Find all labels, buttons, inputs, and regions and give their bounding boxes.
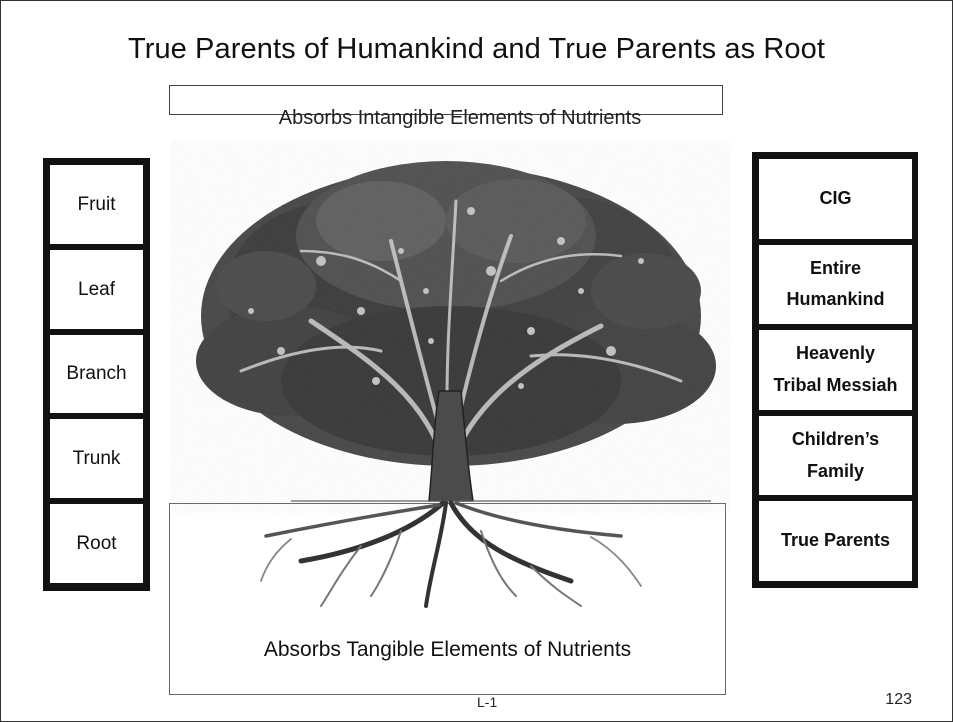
slide-title: True Parents of Humankind and True Paren… [1,34,952,66]
lineage-heavenly-tribal-messiah: Heavenly Tribal Messiah [759,330,912,410]
lineage-childrens-family: Children’s Family [759,416,912,496]
top-caption: Absorbs Intangible Elements of Nutrients [176,107,744,130]
tree-part-leaf: Leaf [50,250,143,329]
lineage-column: CIG Entire Humankind Heavenly Tribal Mes… [752,152,918,588]
tree-part-fruit: Fruit [50,165,143,244]
bottom-caption: Absorbs Tangible Elements of Nutrients [169,638,726,662]
tree-roots [261,503,641,606]
tree-part-trunk: Trunk [50,419,143,498]
page-number: 123 [885,691,912,709]
tree-illustration [171,141,731,611]
lineage-entire-humankind: Entire Humankind [759,245,912,325]
tree-part-root: Root [50,504,143,583]
tree-parts-column: Fruit Leaf Branch Trunk Root [43,158,150,591]
tree-part-branch: Branch [50,335,143,414]
footer-code: L-1 [477,694,497,710]
lineage-true-parents: True Parents [759,501,912,581]
lineage-cig: CIG [759,159,912,239]
